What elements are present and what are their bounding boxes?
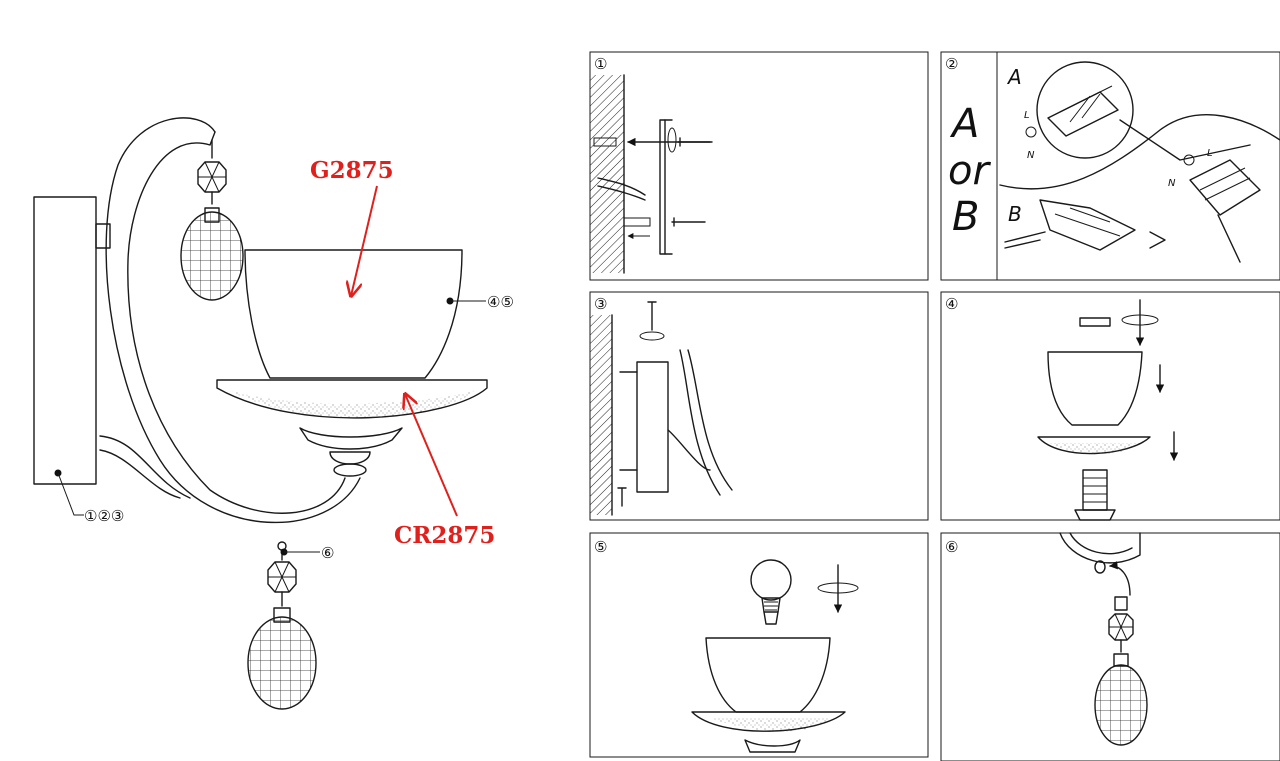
step-panel-4: ④ [940, 291, 1280, 521]
step-panel-1: ① [589, 51, 929, 281]
step-number-6: ⑥ [945, 538, 958, 556]
step-panel-2: ② A or B A B L N L N [940, 51, 1280, 281]
lamp-arm [105, 117, 361, 524]
wire-label-l-a: L [1024, 110, 1030, 121]
wire-label-n-a: N [1027, 150, 1035, 161]
glass-shade [244, 249, 463, 379]
step-number-1: ① [594, 55, 607, 73]
wiring-or: or [948, 148, 991, 194]
wiring-option-b-big: B [952, 194, 979, 240]
upper-crystal [180, 139, 244, 301]
step-panel-6: ⑥ [940, 532, 1280, 761]
step-number-4: ④ [945, 295, 958, 313]
model-label-base: CR2875 [394, 522, 495, 549]
step-number-2: ② [945, 55, 958, 73]
callout-shade: ④⑤ [487, 293, 514, 311]
lamp-illustration: ①②③ ④⑤ ⑥ G2875 CR2875 [33, 117, 514, 710]
step-panel-5: ⑤ [589, 532, 929, 758]
step-number-3: ③ [594, 295, 607, 313]
wiring-option-b-label: B [1008, 202, 1022, 226]
wall-plate [33, 196, 97, 485]
model-label-shade: G2875 [310, 157, 394, 184]
callout-pendant: ⑥ [321, 544, 334, 562]
step-number-5: ⑤ [594, 538, 607, 556]
step-panel-3: ③ [589, 291, 929, 521]
wiring-option-a-big: A [949, 101, 979, 147]
lower-crystal [247, 541, 317, 710]
wire-label-l-b: L [1207, 148, 1213, 159]
wiring-option-a-label: A [1006, 65, 1022, 89]
callout-wall-plate: ①②③ [84, 507, 124, 525]
wire-label-n-b: N [1168, 178, 1176, 189]
